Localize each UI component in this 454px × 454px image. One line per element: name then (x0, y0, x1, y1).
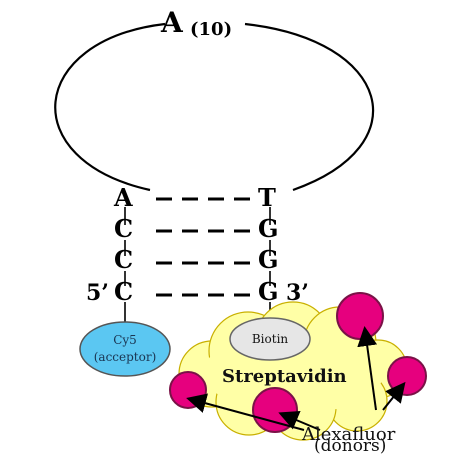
donor-arrows (186, 326, 406, 431)
alexafluor-label: Alexafluor (301, 424, 396, 445)
hairpin-loop (54, 22, 374, 192)
left-base-4: C (114, 277, 133, 306)
right-base-2: G (258, 214, 279, 243)
loop-label-main: A (160, 6, 184, 39)
arrow-to-upper-right-donor (357, 326, 378, 411)
five-prime-end-label: 5’ (86, 280, 109, 306)
pair-dashes (156, 197, 250, 297)
biotin-label: Biotin (252, 332, 289, 346)
arrow-to-left-donor (186, 393, 305, 431)
cy5-label: Cy5 (113, 333, 137, 347)
biotin-circle (229, 317, 311, 361)
cy5-role-label: (acceptor) (94, 350, 157, 364)
alexafluor-role-label: (donors) (314, 436, 386, 454)
loop-label-sub: (10) (190, 19, 232, 40)
streptavidin-label: Streptavidin (222, 366, 347, 387)
three-prime-end-label: 3’ (286, 280, 309, 306)
right-base-3: G (258, 245, 279, 274)
left-base-1: A (113, 183, 133, 212)
donor-dot-upper-right (336, 292, 384, 340)
donor-dot-right (387, 356, 427, 396)
cy5-acceptor-circle (79, 321, 171, 377)
arrow-to-bottom-donor (278, 410, 321, 431)
left-base-2: C (114, 214, 133, 243)
right-base-1: T (258, 183, 276, 212)
arrow-to-right-donor (382, 381, 406, 411)
left-base-3: C (114, 245, 133, 274)
right-base-4: G (258, 277, 279, 306)
